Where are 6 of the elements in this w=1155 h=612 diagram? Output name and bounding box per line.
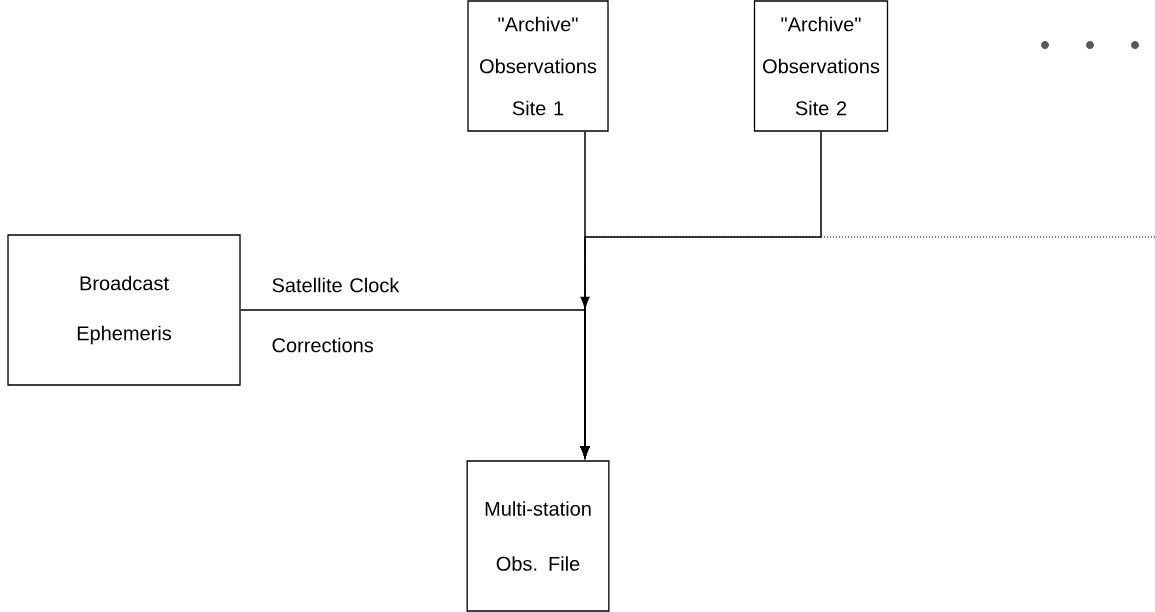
- process-box: Multi-station Obs. File: [466, 460, 610, 612]
- process-box: "Archive" Observations Site 2: [753, 0, 889, 132]
- arrow: [580, 236, 1155, 459]
- process-box: Broadcast Ephemeris: [7, 234, 241, 386]
- process-box: "Archive" Observations Site 1: [467, 0, 609, 132]
- edge-label: Satellite Clock Corrections: [272, 277, 400, 353]
